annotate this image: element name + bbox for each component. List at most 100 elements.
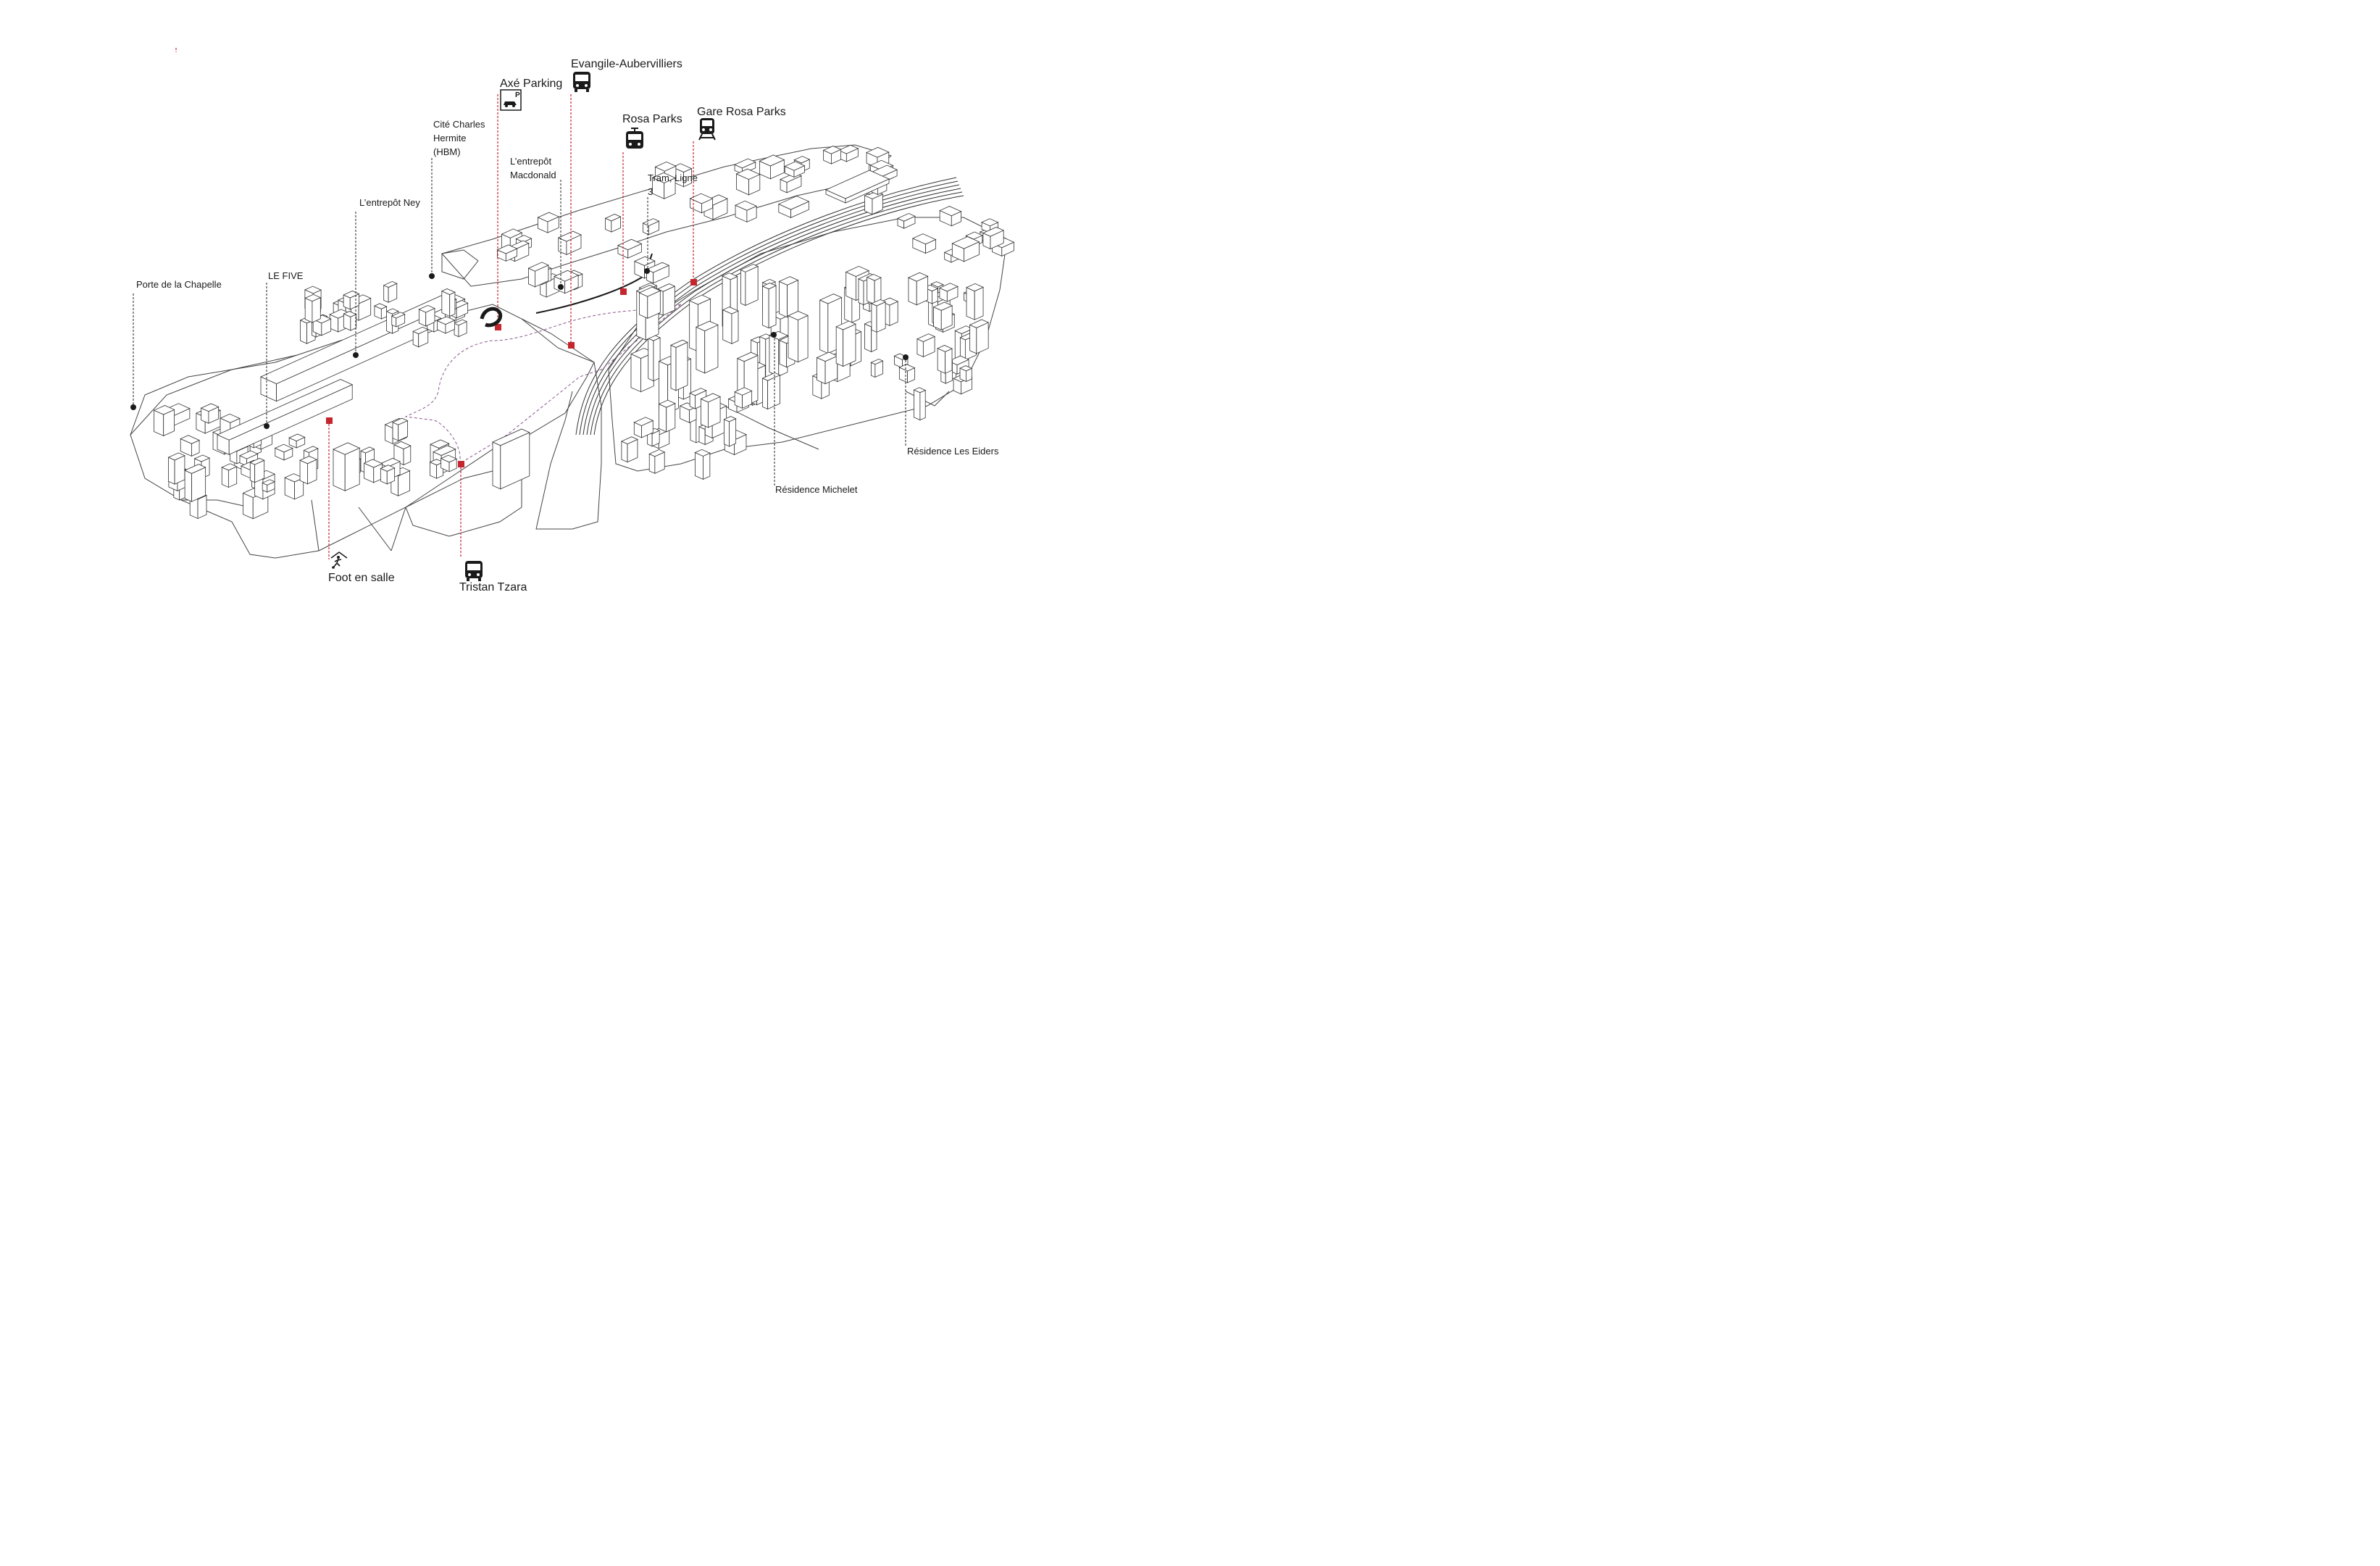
- building-face: [621, 441, 628, 463]
- building-face: [648, 453, 656, 474]
- building-face: [966, 283, 985, 292]
- building-face: [418, 304, 435, 313]
- building-face: [288, 433, 306, 442]
- building-face: [648, 338, 654, 382]
- building-face: [689, 193, 714, 204]
- dot-residence-michelet: [771, 332, 777, 338]
- building-face: [537, 212, 560, 222]
- red-markers: [326, 279, 697, 467]
- building-face: [916, 338, 924, 358]
- building-face: [670, 339, 688, 348]
- building-face: [651, 172, 677, 183]
- building-face: [933, 307, 942, 330]
- building-face: [648, 449, 666, 457]
- building-face: [779, 280, 788, 318]
- building-face: [736, 351, 759, 362]
- building-face: [787, 280, 798, 318]
- building-face: [304, 297, 313, 323]
- label-le-five: LE FIVE: [268, 270, 304, 281]
- building-face: [762, 286, 769, 329]
- building-face: [845, 271, 856, 301]
- building-face: [734, 387, 753, 396]
- building-face: [642, 218, 660, 226]
- building-face: [304, 293, 322, 302]
- building-face: [866, 274, 882, 281]
- marker-foot-en-salle: [326, 417, 333, 424]
- building-face: [864, 323, 872, 353]
- west-district-outline: [130, 304, 595, 559]
- building-face: [262, 479, 276, 486]
- building-face: [492, 428, 530, 446]
- building-face: [656, 283, 676, 292]
- building-face: [383, 281, 398, 288]
- building-face: [672, 163, 693, 172]
- building-face: [784, 161, 806, 171]
- building-face: [360, 446, 375, 454]
- building-face: [501, 228, 523, 238]
- building-face: [914, 389, 921, 421]
- building-face: [633, 417, 654, 426]
- building-face: [969, 324, 977, 354]
- marker-rosa-parks: [620, 288, 627, 295]
- building-face: [217, 379, 354, 441]
- building-face: [959, 365, 973, 372]
- building-face: [919, 389, 926, 421]
- building-face: [907, 272, 929, 282]
- building-face: [343, 291, 360, 299]
- building-face: [937, 348, 945, 374]
- marker-axe-parking: [495, 324, 501, 330]
- east-district-outline: [608, 217, 1008, 472]
- building-face: [788, 315, 798, 363]
- label-residence-eiders: Résidence Les Eiders: [907, 446, 999, 457]
- building-face: [694, 451, 703, 480]
- building-face: [700, 393, 722, 403]
- building-face: [391, 312, 406, 319]
- building-face: [553, 270, 580, 282]
- building-face: [221, 463, 238, 471]
- building-face: [167, 452, 185, 461]
- building-face: [731, 310, 739, 344]
- label-entrepot-ney: L’entrepôt Ney: [359, 197, 420, 208]
- building-face: [180, 435, 201, 444]
- building-face: [392, 422, 399, 441]
- label-porte-chapelle: Porte de la Chapelle: [136, 279, 222, 290]
- building-face: [762, 378, 769, 410]
- building-face: [817, 357, 826, 385]
- building-face: [666, 403, 676, 433]
- label-evangile: Evangile-Aubervilliers: [571, 58, 682, 70]
- building-face: [304, 286, 322, 294]
- building-face: [870, 299, 887, 307]
- building-face: [299, 459, 308, 485]
- building-face: [696, 326, 706, 374]
- building-face: [866, 146, 890, 158]
- building-face: [441, 291, 451, 317]
- building-face: [740, 264, 759, 272]
- building-face: [937, 345, 953, 352]
- building-face: [835, 320, 856, 330]
- label-cite-charles: Cité Charles Hermite (HBM): [433, 119, 485, 157]
- dot-entrepot-ney: [353, 352, 359, 358]
- building-face: [974, 286, 984, 320]
- building-face: [898, 364, 916, 372]
- building-face: [966, 287, 975, 320]
- building-face: [778, 276, 799, 286]
- building-face: [838, 144, 859, 154]
- building-face: [867, 276, 875, 305]
- building-face: [889, 301, 898, 326]
- building-face: [788, 311, 809, 321]
- building-face: [221, 467, 229, 488]
- building-face: [858, 278, 864, 306]
- building-face: [945, 348, 953, 374]
- building-face: [670, 344, 677, 391]
- label-rosa-parks: Rosa Parks: [622, 113, 682, 125]
- building-face: [819, 293, 843, 304]
- building-face: [896, 213, 916, 222]
- building-face: [735, 200, 758, 211]
- football-player-icon: [330, 551, 348, 570]
- label-gare-rosa-parks: Gare Rosa Parks: [697, 106, 786, 118]
- west-road-1: [130, 354, 298, 436]
- building-face: [646, 262, 670, 273]
- building-face: [184, 470, 193, 502]
- building-face: [938, 283, 959, 292]
- building-face: [704, 324, 719, 374]
